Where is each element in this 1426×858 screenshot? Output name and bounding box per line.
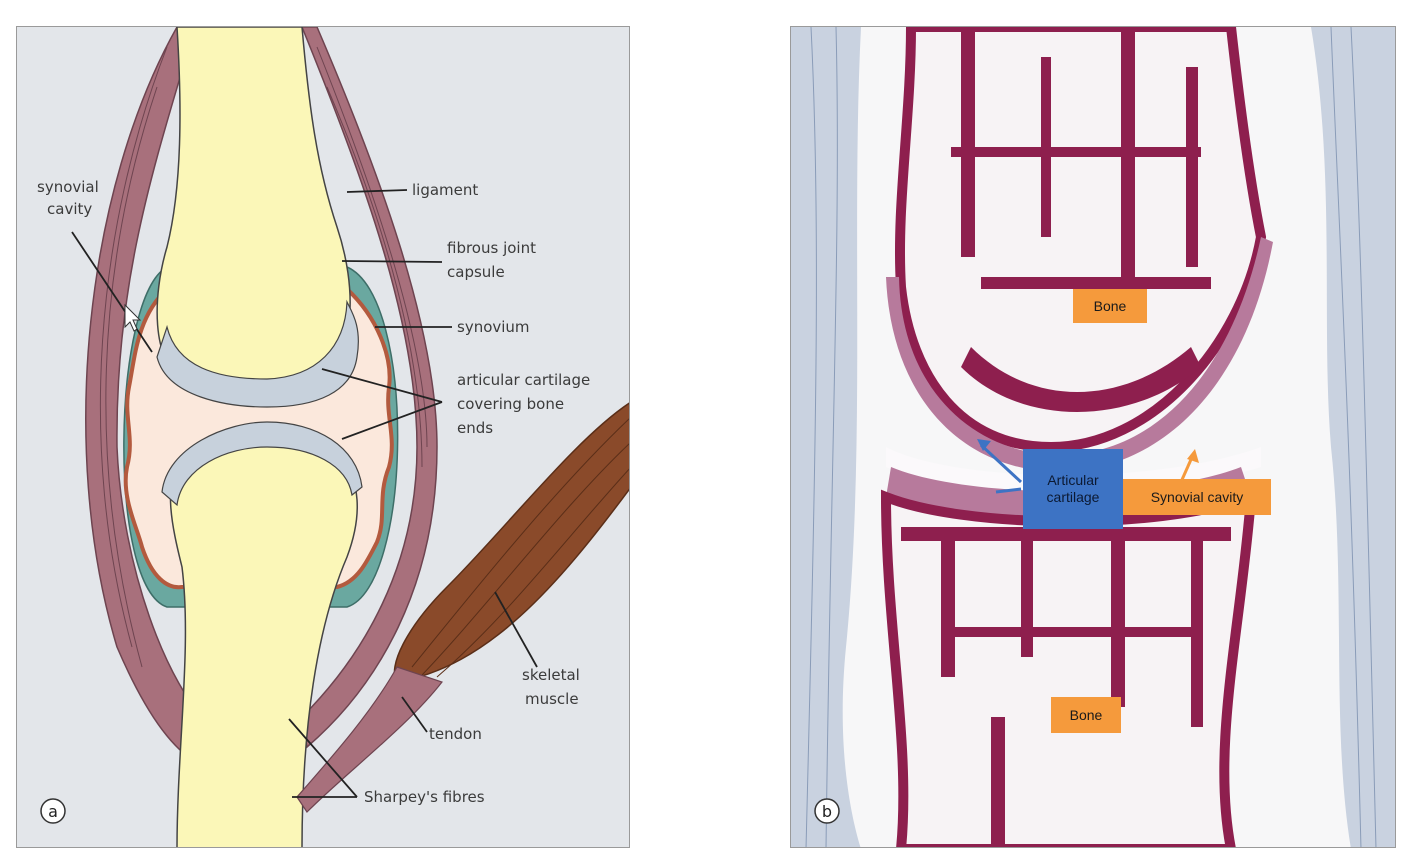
label-tendon: tendon bbox=[429, 725, 482, 743]
tag-articular-cartilage: Articular cartilage bbox=[1023, 449, 1123, 529]
panel-marker-b: b bbox=[822, 802, 832, 821]
tag-articular-cartilage-text-2: cartilage bbox=[1046, 489, 1100, 505]
label-articular-cartilage-3: ends bbox=[457, 419, 493, 437]
label-synovium: synovium bbox=[457, 318, 530, 336]
tag-bone-lower-text: Bone bbox=[1069, 706, 1103, 723]
skeletal-muscle bbox=[393, 402, 629, 683]
soft-tissue-fibres bbox=[805, 27, 1377, 847]
label-synovial-cavity-2: cavity bbox=[47, 200, 92, 218]
label-fibrous-capsule-2: capsule bbox=[447, 263, 505, 281]
ligament-fibres bbox=[99, 46, 428, 668]
diagram-panel-a: synovial cavity ligament fibrous joint c… bbox=[16, 26, 630, 848]
soft-tissue-right bbox=[1311, 27, 1395, 847]
label-sharpeys-fibres: Sharpey's fibres bbox=[364, 788, 485, 806]
lower-trabeculae bbox=[901, 527, 1231, 847]
tag-synovial-cavity-text: Synovial cavity bbox=[1150, 488, 1244, 505]
leader-lines bbox=[71, 189, 538, 798]
tag-bone-upper: Bone bbox=[1073, 289, 1147, 323]
soft-tissue-left bbox=[791, 27, 861, 847]
lower-articular-cartilage bbox=[161, 421, 363, 507]
label-skeletal-muscle-2: muscle bbox=[525, 690, 579, 708]
label-articular-cartilage-2: covering bone bbox=[457, 395, 564, 413]
arrows bbox=[977, 439, 1199, 494]
tag-bone-lower: Bone bbox=[1051, 697, 1121, 733]
tag-articular-cartilage-text-1: Articular bbox=[1047, 472, 1099, 488]
cursor-icon bbox=[124, 303, 142, 332]
label-skeletal-muscle-1: skeletal bbox=[522, 666, 580, 684]
tag-bone-upper-text: Bone bbox=[1093, 297, 1127, 314]
upper-articular-cartilage bbox=[886, 237, 1273, 472]
panel-marker-a: a bbox=[48, 802, 58, 821]
muscle-fibres bbox=[411, 418, 629, 678]
joint-schematic: synovial cavity ligament fibrous joint c… bbox=[37, 27, 629, 847]
label-synovial-cavity-1: synovial bbox=[37, 178, 99, 196]
tag-synovial-cavity: Synovial cavity bbox=[1123, 479, 1271, 515]
label-fibrous-capsule-1: fibrous joint bbox=[447, 239, 536, 257]
upper-trabeculae bbox=[951, 27, 1211, 412]
joint-histology-image: b bbox=[791, 27, 1395, 847]
panel-marker-circle-a bbox=[40, 798, 66, 824]
label-ligament: ligament bbox=[412, 181, 478, 199]
micrograph-panel-b: b Bone Articular cartilage Synovial cavi… bbox=[790, 26, 1396, 848]
label-articular-cartilage-1: articular cartilage bbox=[457, 371, 590, 389]
upper-bone bbox=[156, 27, 351, 389]
upper-bone-trabecular bbox=[895, 27, 1267, 453]
upper-articular-cartilage bbox=[156, 299, 359, 408]
panel-marker-circle-b bbox=[814, 798, 840, 824]
